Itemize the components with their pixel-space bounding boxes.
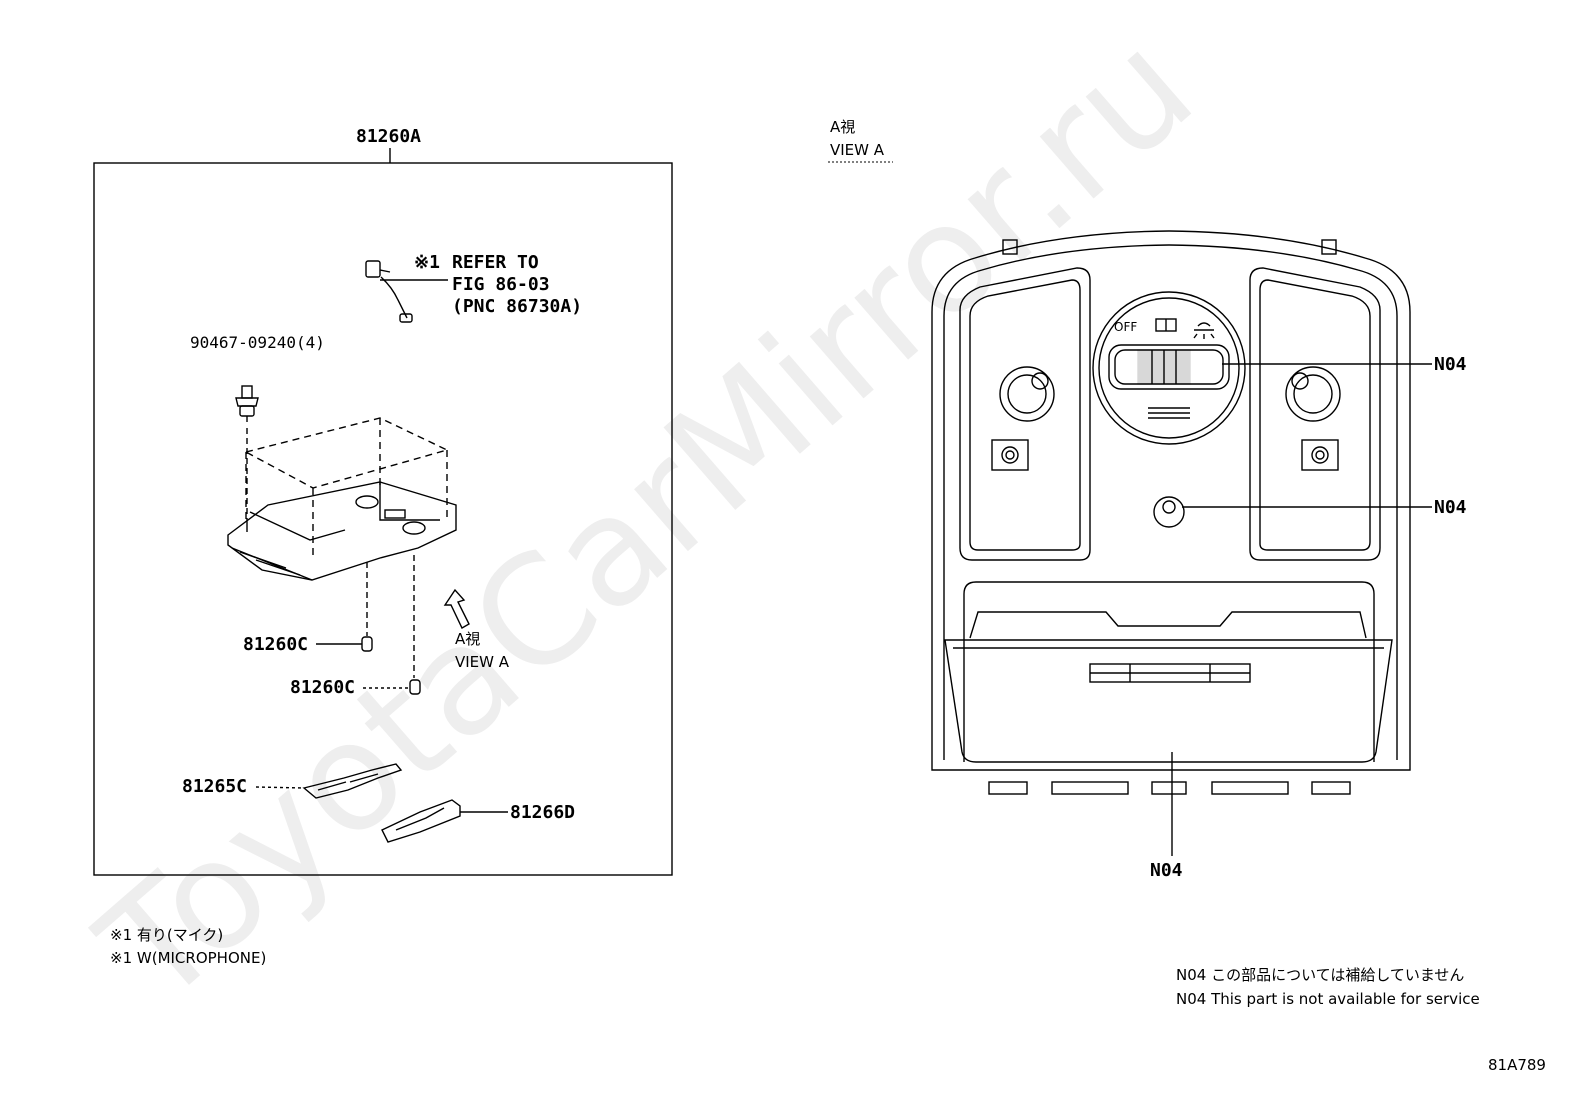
switch-vent — [1148, 407, 1190, 419]
lens-label-1: 81265C — [182, 776, 247, 797]
lamp-on-icon — [1193, 322, 1215, 339]
callout-1: N04 — [1434, 354, 1467, 375]
lamp-housing — [227, 481, 457, 581]
clip-1 — [316, 636, 373, 652]
screw-label: 90467-09240(4) — [190, 333, 325, 352]
console-front-view — [931, 230, 1432, 856]
figure-id: 81A789 — [1488, 1056, 1546, 1074]
lens-81266d — [381, 799, 508, 843]
footnote-jp: ※1 有り(マイク) — [110, 926, 223, 944]
legend-jp: N04 この部品については補給していません — [1176, 966, 1464, 984]
clip-label-1: 81260C — [243, 634, 308, 655]
right-lamp-button — [1285, 366, 1341, 422]
assembly-label: 81260A — [356, 126, 421, 147]
ref-mark: ※1 — [414, 252, 440, 273]
storage-frame — [963, 581, 1375, 762]
left-lamp-panel — [959, 267, 1091, 561]
legend-en: N04 This part is not available for servi… — [1176, 990, 1480, 1008]
console-body — [931, 230, 1411, 771]
view-title-en: VIEW A — [830, 141, 885, 159]
switch-off-label: OFF — [1114, 320, 1137, 334]
microphone-harness — [365, 260, 448, 323]
microphone — [1153, 496, 1185, 528]
lens-label-2: 81266D — [510, 802, 575, 823]
dashed-box — [244, 417, 449, 556]
callout-3: N04 — [1150, 860, 1183, 881]
door-position-icon — [1155, 318, 1177, 332]
view-label-en: VIEW A — [455, 653, 510, 671]
footnote-en: ※1 W(MICROPHONE) — [110, 949, 266, 967]
ref-line-1: REFER TO — [452, 252, 539, 273]
lens-81265c — [255, 763, 403, 799]
left-lamp-button — [999, 366, 1055, 422]
switch-slider — [1108, 344, 1230, 390]
callout-2: N04 — [1434, 497, 1467, 518]
right-lamp-panel — [1249, 267, 1381, 561]
assembly-frame — [93, 162, 673, 876]
view-arrow — [443, 588, 470, 629]
left-sensor — [991, 439, 1029, 471]
clip-label-2: 81260C — [290, 677, 355, 698]
bottom-slots — [988, 781, 1351, 795]
left-panel — [93, 148, 673, 876]
switch-dial — [1092, 291, 1246, 445]
sunglass-holder-door — [944, 639, 1393, 763]
right-sensor — [1301, 439, 1339, 471]
screw — [235, 385, 259, 422]
watermark: ToyotaCarMirror.ru — [69, 0, 1225, 1037]
ref-line-3: (PNC 86730A) — [452, 296, 582, 317]
view-title-jp: A視 — [830, 118, 855, 136]
ref-line-2: FIG 86-03 — [452, 274, 550, 295]
view-label-jp: A視 — [455, 630, 480, 648]
clip-2 — [363, 679, 421, 695]
